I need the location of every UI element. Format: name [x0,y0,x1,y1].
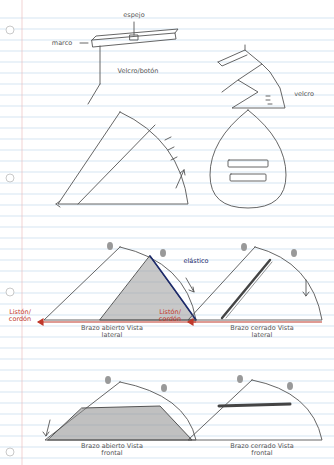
frame-sketch [80,22,178,104]
cord-label: Listón/ cordón [4,309,36,324]
ear-marks [105,242,297,392]
open-arm-front-view [43,382,196,440]
part-label: espejo [114,12,154,19]
punch-holes [6,26,14,456]
ruled-lines [0,18,334,458]
part-label: velcro [287,91,321,98]
gore-panel-side [56,112,188,207]
view-caption: Brazo cerrado Vista frontal [227,443,297,458]
closed-arm-front-view [188,380,322,440]
folded-arm-sketch [218,45,285,108]
view-caption: Brazo abierto Vista frontal [77,443,147,458]
view-caption: Brazo abierto Vista lateral [77,325,147,340]
part-label: elástico [178,258,214,265]
gore-panel-front [210,110,286,208]
cord-label: Listón/ cordón [154,309,186,324]
part-label: marco [45,40,79,47]
view-caption: Brazo cerrado Vista lateral [227,325,297,340]
part-label: Velcro/botón [112,68,164,75]
margin-line [22,0,23,465]
